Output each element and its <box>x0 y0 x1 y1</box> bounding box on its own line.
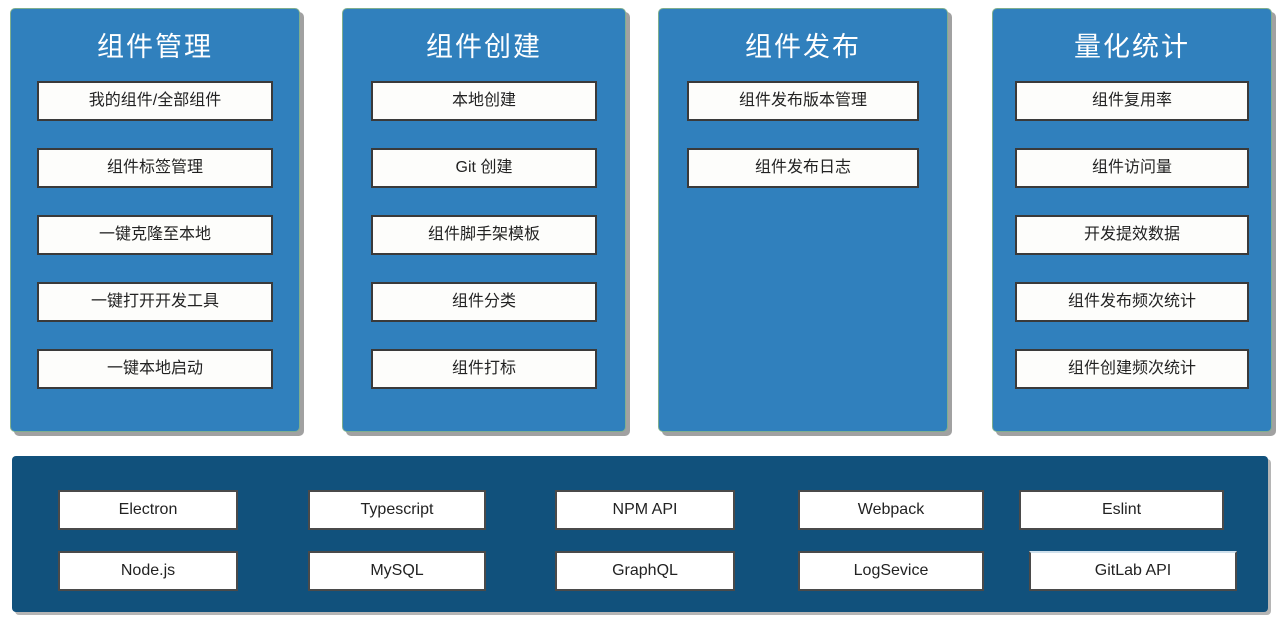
tech-item[interactable]: MySQL <box>308 551 486 591</box>
feature-item[interactable]: 组件复用率 <box>1015 81 1249 122</box>
tech-item[interactable]: GitLab API <box>1029 551 1237 591</box>
technology-stack-bar: Electron Node.js Typescript MySQL NPM AP… <box>12 456 1268 612</box>
card-item-list: 组件发布版本管理 组件发布日志 <box>659 81 947 189</box>
feature-item[interactable]: 一键克隆至本地 <box>37 215 273 256</box>
card-item-list: 本地创建 Git 创建 组件脚手架模板 组件分类 组件打标 <box>343 81 625 390</box>
feature-item[interactable]: 开发提效数据 <box>1015 215 1249 256</box>
tech-item[interactable]: Typescript <box>308 490 486 530</box>
feature-item[interactable]: 一键本地启动 <box>37 349 273 390</box>
card-item-list: 我的组件/全部组件 组件标签管理 一键克隆至本地 一键打开开发工具 一键本地启动 <box>11 81 299 390</box>
card-title: 组件管理 <box>97 32 213 62</box>
feature-item[interactable]: 我的组件/全部组件 <box>37 81 273 122</box>
feature-card-row: 组件管理 我的组件/全部组件 组件标签管理 一键克隆至本地 一键打开开发工具 一… <box>10 8 1272 432</box>
feature-item[interactable]: 组件发布版本管理 <box>687 81 919 122</box>
tech-item[interactable]: Eslint <box>1019 490 1224 530</box>
feature-item[interactable]: 组件标签管理 <box>37 148 273 189</box>
tech-column: NPM API GraphQL <box>555 456 735 612</box>
tech-item[interactable]: Webpack <box>798 490 984 530</box>
feature-item[interactable]: 组件打标 <box>371 349 597 390</box>
tech-item[interactable]: Electron <box>58 490 238 530</box>
tech-column: Webpack LogSevice <box>798 456 984 612</box>
feature-item[interactable]: 组件访问量 <box>1015 148 1249 189</box>
feature-item[interactable]: 组件脚手架模板 <box>371 215 597 256</box>
card-title: 组件创建 <box>426 32 542 62</box>
feature-item[interactable]: 组件发布日志 <box>687 148 919 189</box>
tech-item[interactable]: Node.js <box>58 551 238 591</box>
feature-card-quantitative-statistics[interactable]: 量化统计 组件复用率 组件访问量 开发提效数据 组件发布频次统计 组件创建频次统… <box>992 8 1272 432</box>
feature-item[interactable]: Git 创建 <box>371 148 597 189</box>
tech-item[interactable]: NPM API <box>555 490 735 530</box>
feature-item[interactable]: 一键打开开发工具 <box>37 282 273 323</box>
feature-card-component-publishing[interactable]: 组件发布 组件发布版本管理 组件发布日志 <box>658 8 948 432</box>
tech-column: Electron Node.js <box>58 456 238 612</box>
tech-item[interactable]: GraphQL <box>555 551 735 591</box>
tech-column: Typescript MySQL <box>308 456 486 612</box>
feature-card-component-management[interactable]: 组件管理 我的组件/全部组件 组件标签管理 一键克隆至本地 一键打开开发工具 一… <box>10 8 300 432</box>
feature-item[interactable]: 组件发布频次统计 <box>1015 282 1249 323</box>
feature-card-component-creation[interactable]: 组件创建 本地创建 Git 创建 组件脚手架模板 组件分类 组件打标 <box>342 8 626 432</box>
card-title: 组件发布 <box>745 32 861 62</box>
card-title: 量化统计 <box>1074 32 1190 62</box>
card-item-list: 组件复用率 组件访问量 开发提效数据 组件发布频次统计 组件创建频次统计 <box>993 81 1271 390</box>
feature-item[interactable]: 组件创建频次统计 <box>1015 349 1249 390</box>
feature-item[interactable]: 组件分类 <box>371 282 597 323</box>
tech-item[interactable]: LogSevice <box>798 551 984 591</box>
feature-item[interactable]: 本地创建 <box>371 81 597 122</box>
tech-column: Eslint GitLab API <box>1019 456 1237 612</box>
